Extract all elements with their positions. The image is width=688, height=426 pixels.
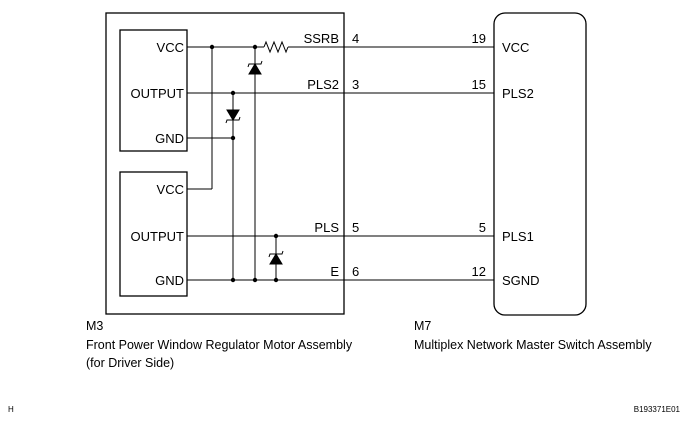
m7-assembly-box — [493, 12, 587, 316]
lower-vcc-label: VCC — [157, 182, 184, 197]
m7-signal-pls2: PLS2 — [502, 86, 534, 101]
pin-number-m3-3: 3 — [352, 77, 359, 92]
zener-diode-2 — [225, 109, 241, 124]
resistor — [263, 40, 289, 54]
pin-signal-ssrb: SSRB — [304, 31, 339, 46]
m3-connector-code: M3 — [86, 319, 103, 333]
m7-assembly-name: Multiplex Network Master Switch Assembly — [414, 338, 652, 352]
pin-signal-pls2: PLS2 — [307, 77, 339, 92]
m3-assembly-box — [105, 12, 345, 315]
zener-diode-3 — [268, 250, 284, 265]
pin-signal-e: E — [330, 264, 339, 279]
pin-number-m7-19: 19 — [472, 31, 486, 46]
pin-number-m3-5: 5 — [352, 220, 359, 235]
m3-assembly-name: Front Power Window Regulator Motor Assem… — [86, 338, 353, 352]
footer-mark: H — [8, 405, 14, 414]
pin-number-m3-6: 6 — [352, 264, 359, 279]
junction-dots — [209, 44, 279, 283]
wires — [187, 40, 494, 281]
upper-gnd-label: GND — [155, 131, 184, 146]
pin-number-m7-15: 15 — [472, 77, 486, 92]
m3-assembly-qualifier: (for Driver Side) — [86, 356, 174, 370]
pin-number-m7-12: 12 — [472, 264, 486, 279]
m7-connector-code: M7 — [414, 319, 431, 333]
lower-output-label: OUTPUT — [131, 229, 185, 244]
m7-signal-vcc: VCC — [502, 40, 529, 55]
figure-id: B193371E01 — [634, 405, 681, 414]
upper-output-label: OUTPUT — [131, 86, 185, 101]
lower-gnd-label: GND — [155, 273, 184, 288]
pin-number-m7-5: 5 — [479, 220, 486, 235]
lower-sensor-block — [119, 171, 188, 297]
zener-diode-1 — [247, 60, 263, 75]
pin-signal-pls: PLS — [314, 220, 339, 235]
pin-number-m3-4: 4 — [352, 31, 359, 46]
upper-vcc-label: VCC — [157, 40, 184, 55]
upper-sensor-block — [119, 29, 188, 152]
m7-signal-pls1: PLS1 — [502, 229, 534, 244]
m7-signal-sgnd: SGND — [502, 273, 540, 288]
